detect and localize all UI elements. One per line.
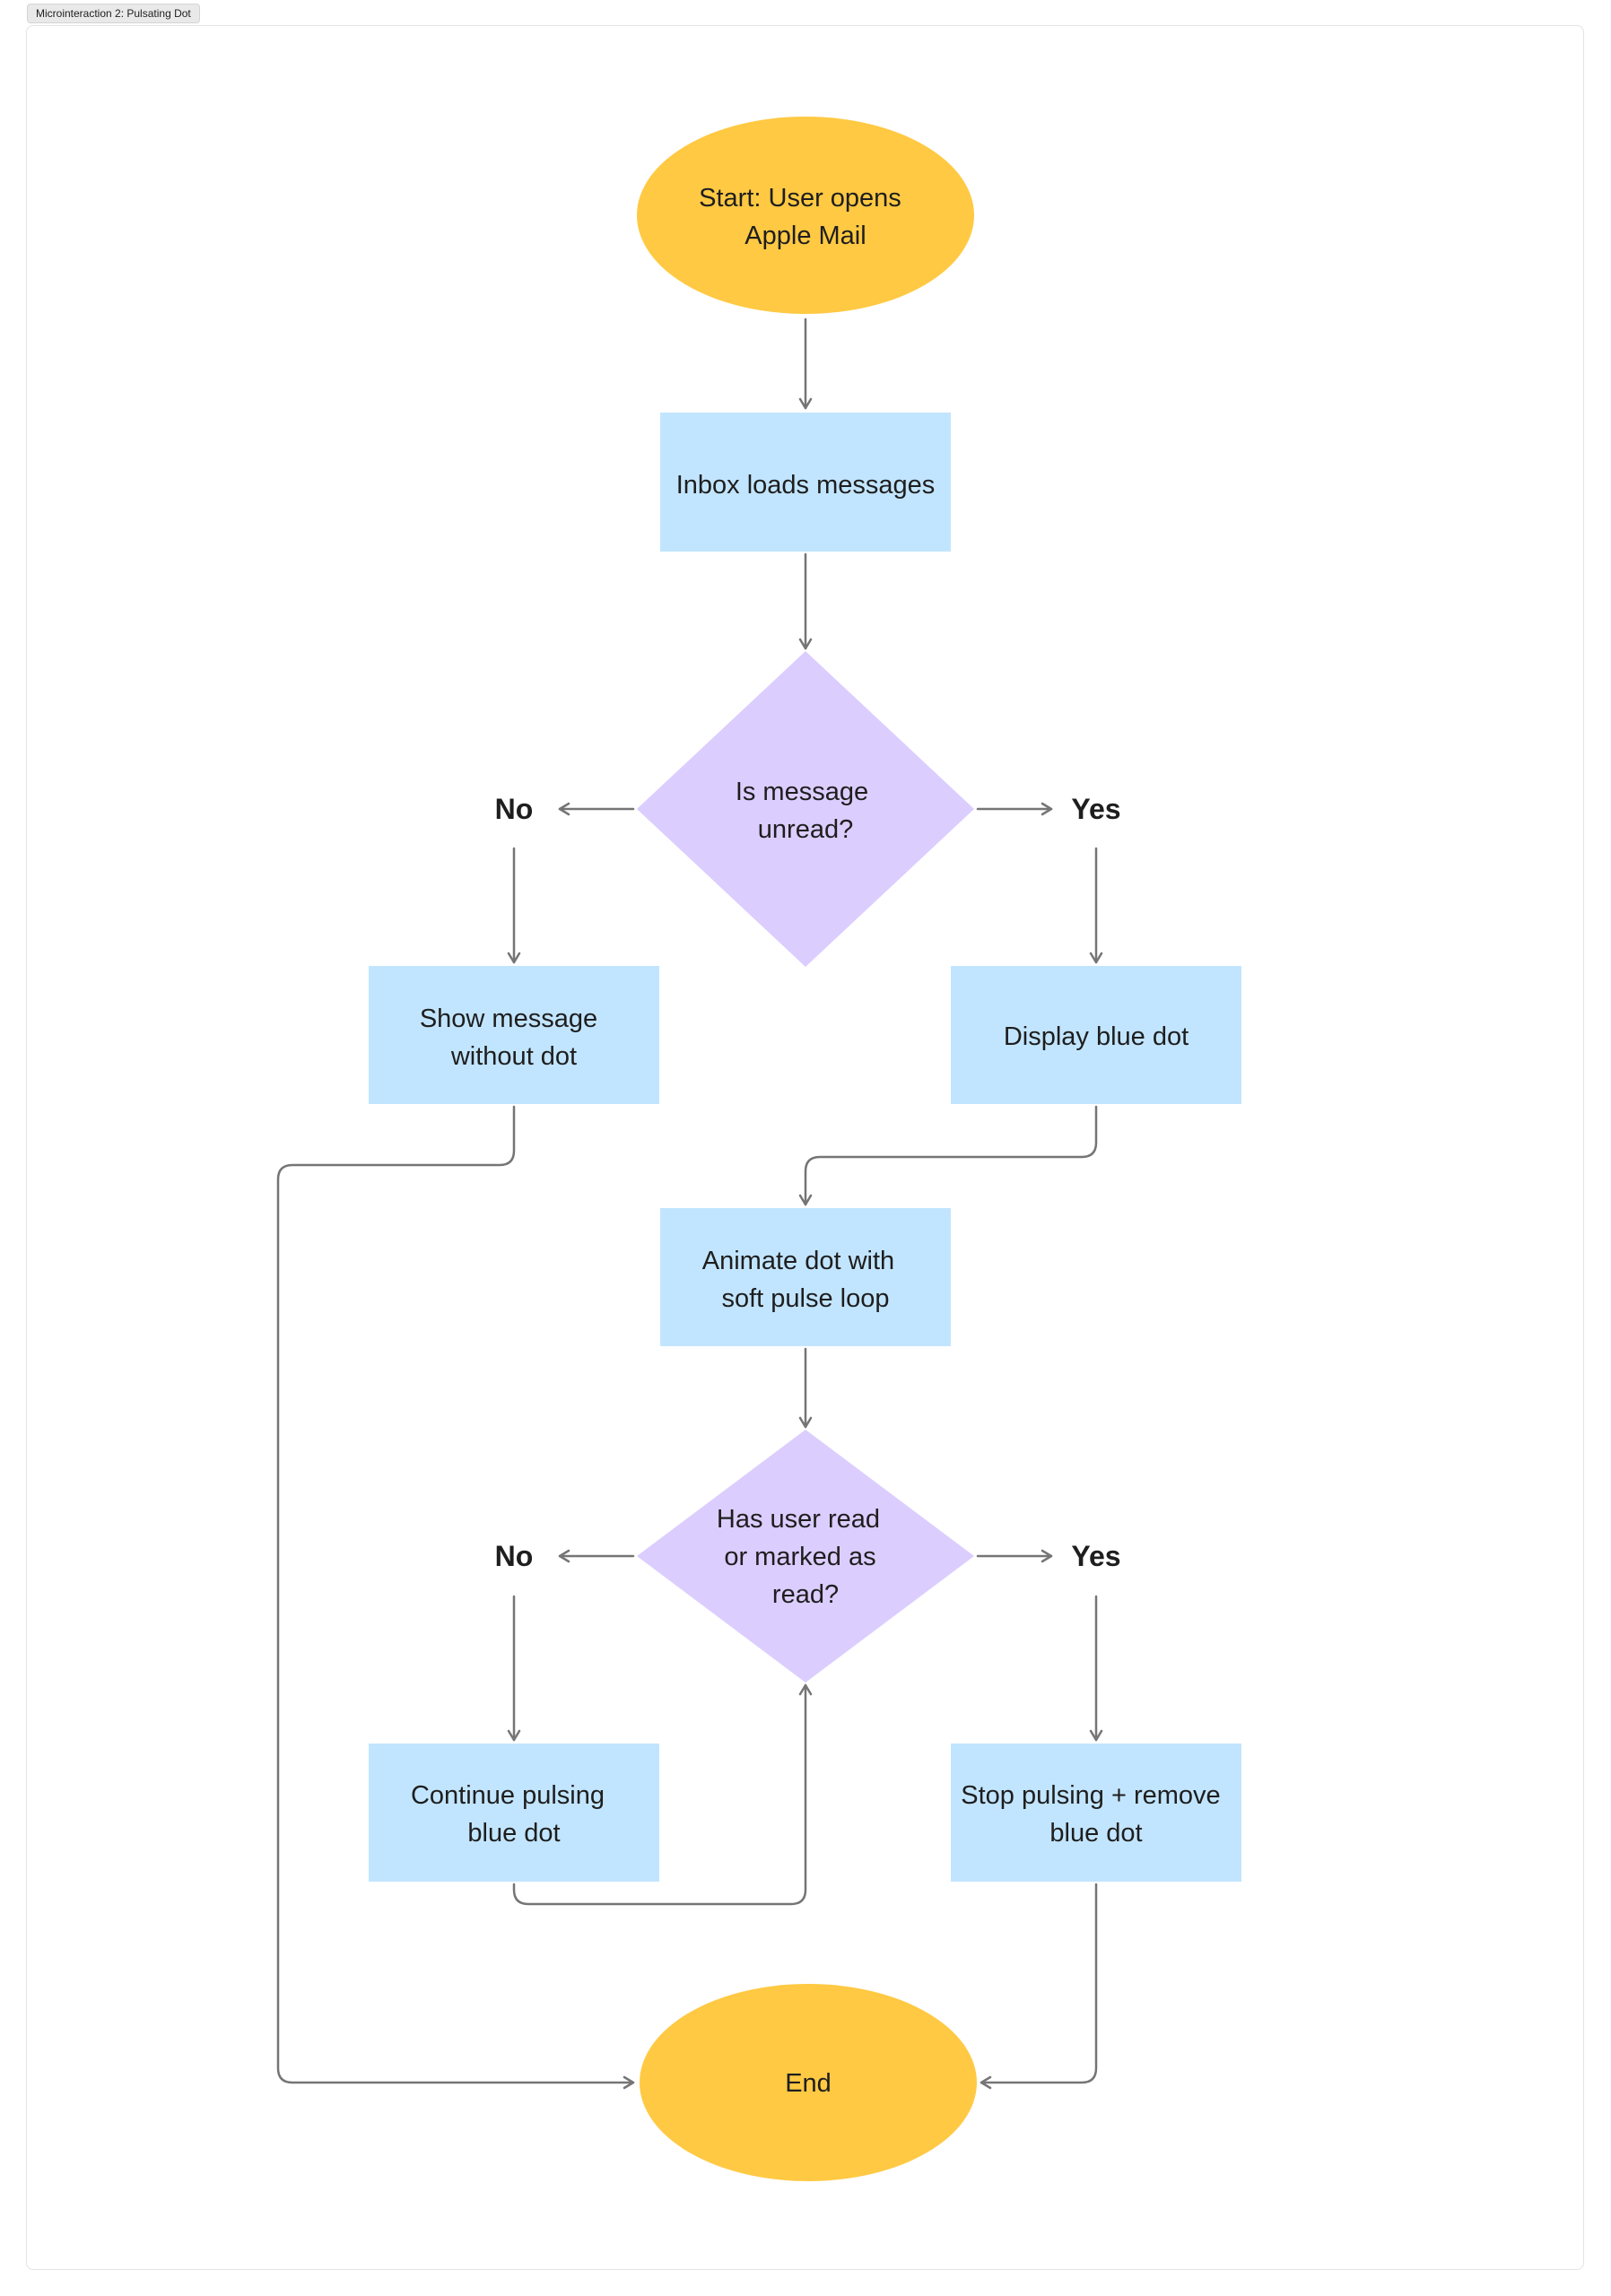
display-blue-dot-label: Display blue dot: [1004, 1022, 1189, 1051]
continue-pulsing-process[interactable]: [369, 1744, 659, 1882]
read-decision-label-line: or marked as: [724, 1543, 875, 1571]
show-without-dot-label: Show message without dot: [420, 1004, 605, 1071]
stop-pulsing-label: Stop pulsing + remove blue dot: [961, 1781, 1227, 1848]
unread-decision-label-line: unread?: [758, 815, 853, 844]
frame-title-tab[interactable]: Microinteraction 2: Pulsating Dot: [27, 4, 200, 23]
read-yes-label: Yes: [1071, 1540, 1120, 1572]
read-no-label: No: [495, 1540, 534, 1572]
start-label: Start: User opens Apple Mail: [699, 184, 909, 250]
unread-decision-label-line: Is message: [736, 778, 868, 806]
inbox-process[interactable]: [660, 413, 951, 552]
read-decision-label-line: read?: [772, 1580, 839, 1609]
connector-show-without-dot-to-end: [276, 1105, 635, 2090]
read-decision-label: Has user read or marked as read?: [717, 1505, 887, 1609]
end-label: End: [785, 2069, 832, 2098]
nodes: [369, 117, 1241, 2181]
read-decision[interactable]: [637, 1430, 974, 1683]
show-without-dot-label-line: Show message: [420, 1004, 597, 1033]
start-terminal[interactable]: [637, 117, 974, 314]
stop-pulsing-label-line: Stop pulsing + remove: [961, 1781, 1220, 1810]
connector-display-to-animate: [798, 1105, 1098, 1206]
read-decision-label-line: Has user read: [717, 1505, 880, 1534]
start-label-line: Start: User opens: [699, 184, 901, 213]
animate-dot-label: Animate dot with soft pulse loop: [702, 1247, 901, 1313]
node-labels: Start: User opens Apple Mail Inbox loads…: [411, 184, 1227, 2098]
show-without-dot-process[interactable]: [369, 966, 659, 1104]
inbox-label-line: Inbox loads messages: [676, 471, 936, 500]
branch-labels: No Yes No Yes: [495, 793, 1121, 1572]
display-blue-dot-process[interactable]: [951, 966, 1241, 1104]
stop-pulsing-label-line: blue dot: [1049, 1819, 1142, 1848]
animate-dot-label-line: Animate dot with: [702, 1247, 894, 1275]
end-label-line: End: [785, 2069, 832, 2098]
animate-dot-label-line: soft pulse loop: [721, 1284, 889, 1313]
show-without-dot-label-line: without dot: [450, 1042, 577, 1071]
inbox-label: Inbox loads messages: [676, 471, 936, 500]
unread-no-label: No: [495, 793, 534, 825]
unread-decision[interactable]: [637, 651, 974, 967]
animate-dot-process[interactable]: [660, 1208, 951, 1346]
continue-pulsing-label-line: Continue pulsing: [411, 1781, 605, 1810]
unread-yes-label: Yes: [1071, 793, 1120, 825]
start-label-line: Apple Mail: [745, 222, 866, 250]
connectors: [276, 317, 1103, 2090]
display-blue-dot-label-line: Display blue dot: [1004, 1022, 1189, 1051]
continue-pulsing-label: Continue pulsing blue dot: [411, 1781, 612, 1848]
connector-stop-pulsing-to-end: [980, 1883, 1098, 2090]
end-terminal[interactable]: [640, 1984, 977, 2181]
unread-decision-label: Is message unread?: [736, 778, 875, 844]
connector-continue-loop-to-read-decision: [512, 1683, 813, 1906]
stop-pulsing-process[interactable]: [951, 1744, 1241, 1882]
continue-pulsing-label-line: blue dot: [467, 1819, 560, 1848]
